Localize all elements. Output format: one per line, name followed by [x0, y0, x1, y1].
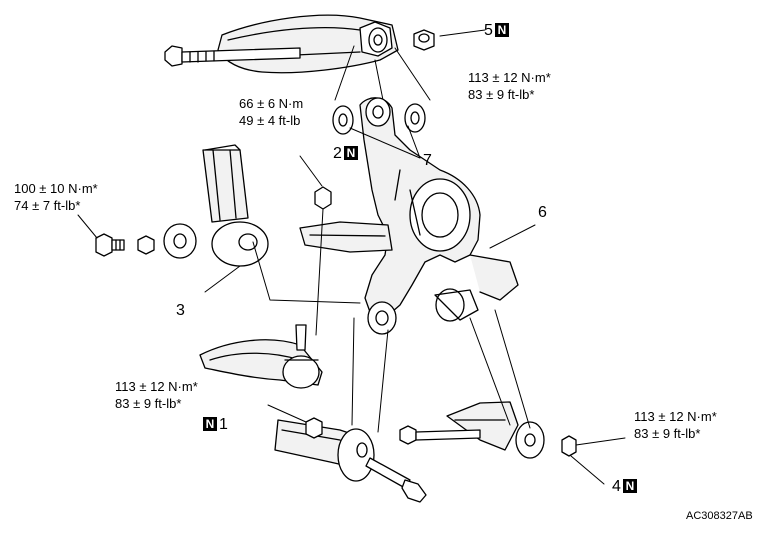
new-part-marker: N [203, 417, 217, 431]
ball-joint-torque-metric: 66 ± 6 N·m [239, 96, 304, 111]
upper-control-arm [217, 14, 399, 74]
callout-4-number: 4 [612, 478, 621, 495]
upper-arm-torque-metric: 113 ± 12 N·m* [468, 70, 551, 85]
steering-knuckle [299, 97, 519, 335]
callout-6: 6 [538, 204, 547, 221]
upper-arm-nut [413, 29, 435, 51]
shock-torque-imperial: 74 ± 7 ft-lb* [14, 198, 81, 213]
upper-arm-torque-imperial: 83 ± 9 ft-lb* [468, 87, 535, 102]
upper-arm-bolt [164, 45, 301, 67]
lower-control-arm [199, 339, 375, 482]
ball-joint-torque-label: 66 ± 6 N·m 49 ± 4 ft-lb [239, 95, 303, 129]
shock-torque-label: 100 ± 10 N·m* 74 ± 7 ft-lb* [14, 180, 98, 214]
upper-arm-torque-label: 113 ± 12 N·m* 83 ± 9 ft-lb* [468, 69, 551, 103]
lower-arm-nut [305, 417, 323, 439]
ball-joint-nut [299, 155, 332, 336]
bushing-washers [332, 103, 426, 159]
lateral-link-torque-metric: 113 ± 12 N·m* [634, 409, 717, 424]
lateral-link-torque-imperial: 83 ± 9 ft-lb* [634, 426, 701, 441]
new-part-marker: N [494, 23, 509, 37]
callout-7: 7 [423, 152, 432, 169]
callout-5-number: 5 [484, 22, 493, 39]
shock-torque-metric: 100 ± 10 N·m* [14, 181, 98, 196]
figure-code: AC308327AB [686, 510, 753, 522]
lower-arm-torque-label: 113 ± 12 N·m* 83 ± 9 ft-lb* [115, 378, 198, 412]
shock-absorber [202, 144, 269, 267]
callout-1-number: 1 [219, 416, 228, 433]
lower-arm-torque-metric: 113 ± 12 N·m* [115, 379, 198, 394]
ball-joint-torque-imperial: 49 ± 4 ft-lb [239, 113, 301, 128]
new-part-marker: N [622, 479, 637, 493]
ball-joint [282, 324, 320, 389]
lower-arm-torque-imperial: 83 ± 9 ft-lb* [115, 396, 182, 411]
new-part-marker: N [343, 146, 358, 160]
callout-2-number: 2 [333, 145, 342, 162]
lower-arm-bolt [365, 457, 427, 503]
lateral-link-torque-label: 113 ± 12 N·m* 83 ± 9 ft-lb* [634, 408, 717, 442]
lateral-link-bracket [399, 309, 626, 485]
shock-hardware [77, 214, 361, 304]
callout-3: 3 [176, 302, 185, 319]
